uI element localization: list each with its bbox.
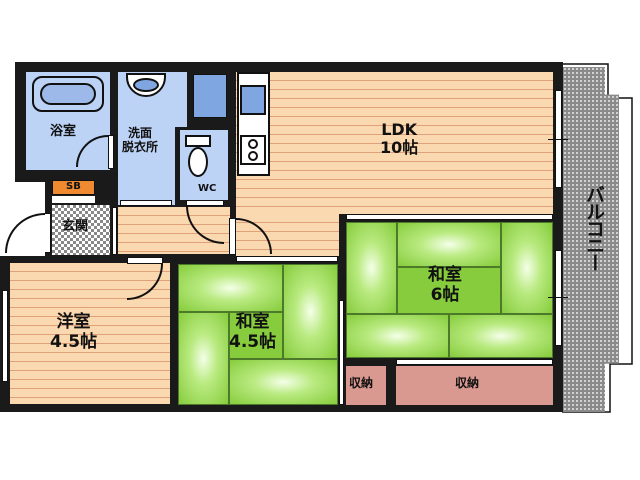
balcony-label: バルコニー: [583, 185, 605, 270]
washroom-label-line2: 脱衣所: [122, 139, 159, 154]
ldk-door[interactable]: [229, 218, 236, 255]
ldk-room: [236, 72, 553, 214]
japanese-room-large-label-line1: 和室: [428, 265, 462, 285]
ldk-label: LDK 10帖: [380, 120, 419, 158]
western-room-label: 洋室 4.5帖: [50, 312, 98, 352]
storage-small: [346, 366, 386, 405]
entrance: [52, 205, 110, 255]
toilet-icon: [185, 135, 211, 185]
washroom-label: 洗面 脱衣所: [122, 126, 159, 155]
storage-small-label: 収納: [349, 376, 374, 390]
japanese-room-large-window[interactable]: [555, 250, 562, 346]
shoe-box-label: SB: [66, 181, 81, 192]
storage-large-sliding-door[interactable]: [396, 359, 553, 365]
western-room-label-line2: 4.5帖: [50, 331, 98, 352]
tatami-mat: [501, 222, 553, 314]
entrance-door[interactable]: [44, 213, 51, 253]
tatami-half: [397, 267, 501, 314]
tatami-mat: [178, 312, 229, 405]
tatami-mat: [346, 222, 397, 314]
storage-box-icon: [193, 74, 227, 118]
exterior-notch-2: [15, 170, 45, 182]
tatami-mat: [178, 264, 283, 312]
tatami-mat: [346, 314, 449, 358]
ldk-label-line1: LDK: [381, 120, 418, 139]
tatami-mat: [283, 264, 338, 359]
entrance-label: 玄関: [62, 219, 89, 234]
storage-large-label: 収納: [455, 376, 480, 390]
japanese-room-small-label: 和室 4.5帖: [229, 312, 277, 352]
ldk-label-line2: 10帖: [380, 138, 419, 158]
balcony: [563, 67, 619, 412]
japanese-room-large-label-line2: 6帖: [430, 284, 460, 305]
stove-icon: [240, 135, 266, 165]
japanese-room-large-sliding-door[interactable]: [346, 214, 553, 220]
japanese-room-small-label-line2: 4.5帖: [229, 331, 277, 352]
wc-label: WC: [198, 183, 217, 194]
bathtub-icon: [32, 76, 104, 112]
storage-large: [396, 366, 553, 405]
bath-label: 浴室: [50, 124, 77, 139]
hallway-divider: [112, 207, 117, 255]
bath-door[interactable]: [108, 135, 114, 169]
japanese-room-small-sliding-door[interactable]: [236, 256, 338, 262]
tatami-mat: [397, 222, 501, 267]
kitchen-sink-icon: [240, 85, 266, 115]
washroom-upper: [175, 72, 187, 127]
wc-door[interactable]: [186, 200, 224, 206]
tatami-half: [229, 312, 283, 359]
japanese-room-large-window-mark: [548, 297, 568, 298]
shoe-box: [52, 180, 95, 195]
western-room-window[interactable]: [2, 290, 8, 382]
tatami-mat: [449, 314, 553, 358]
washroom-label-line1: 洗面: [128, 126, 153, 140]
tatami-mat: [229, 359, 338, 405]
japanese-rooms-sliding-door[interactable]: [339, 300, 344, 405]
ldk-window-mark: [548, 139, 568, 140]
japanese-room-large-label: 和室 6帖: [428, 265, 462, 305]
sb-gap: [52, 196, 95, 203]
washroom-door[interactable]: [120, 200, 172, 206]
western-room-label-line1: 洋室: [56, 312, 91, 332]
western-room-door[interactable]: [127, 257, 163, 264]
japanese-room-small-label-line1: 和室: [235, 312, 270, 332]
